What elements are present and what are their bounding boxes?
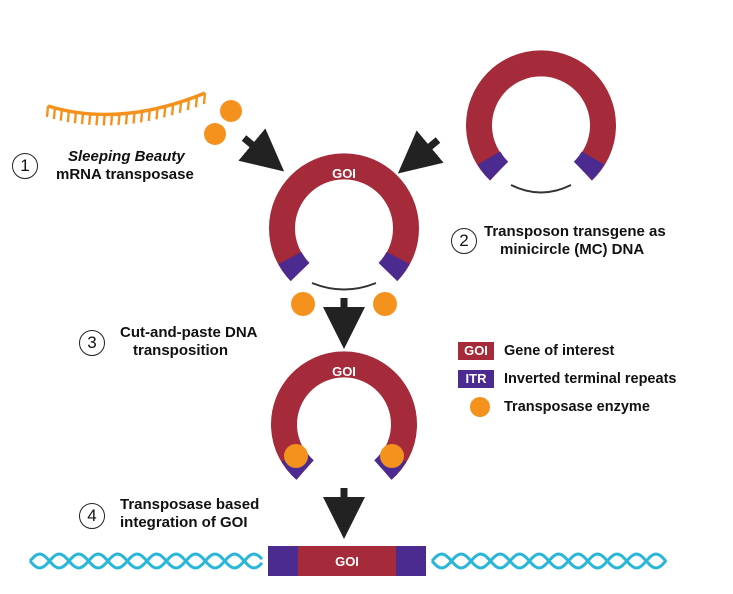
goi-label-ring-3: GOI [332,364,356,379]
step-4-label-line2: integration of GOI [120,514,248,531]
legend-goi-swatch: GOI [458,342,494,360]
transposase-enzyme-mrna-2 [204,123,226,145]
step-2-label-line2: minicircle (MC) DNA [500,241,645,258]
goi-label-ring-2: GOI [332,166,356,181]
step-3-number: 3 [79,330,105,356]
ring-with-transposase [269,153,419,316]
step-2-label-line1: Transposon transgene as [484,223,666,240]
minicircle-dna [466,50,616,194]
step-4-label-line1: Transposase based [120,496,260,513]
legend-itr-text: Inverted terminal repeats [504,371,677,387]
legend-itr-swatch: ITR [458,370,494,388]
step-3-label-line1: Cut-and-paste DNA [120,324,258,341]
legend-enzyme-swatch [470,397,490,417]
genomic-dna-left [28,552,264,570]
arrow-step1 [238,128,285,172]
goi-label-integrated: GOI [335,554,359,569]
step-3-label-line2: transposition [133,342,229,359]
step-1-label: mRNA transposase [56,166,194,183]
transposase-enzyme-mrna-1 [220,100,242,122]
step-1-number: 1 [12,153,38,179]
genomic-dna-right [430,552,668,570]
ring-cut [271,351,417,480]
integrated-transgene [268,546,426,576]
arrow-step2 [397,130,444,174]
mrna-strand [45,91,207,126]
goi-label-minicircle: GOI [529,76,553,91]
step-1-label-italic: Sleeping Beauty [68,148,185,165]
step-4-number: 4 [79,503,105,529]
legend-enzyme-text: Transposase enzyme [504,399,650,415]
step-2-number: 2 [451,228,477,254]
legend-goi-text: Gene of interest [504,343,615,359]
